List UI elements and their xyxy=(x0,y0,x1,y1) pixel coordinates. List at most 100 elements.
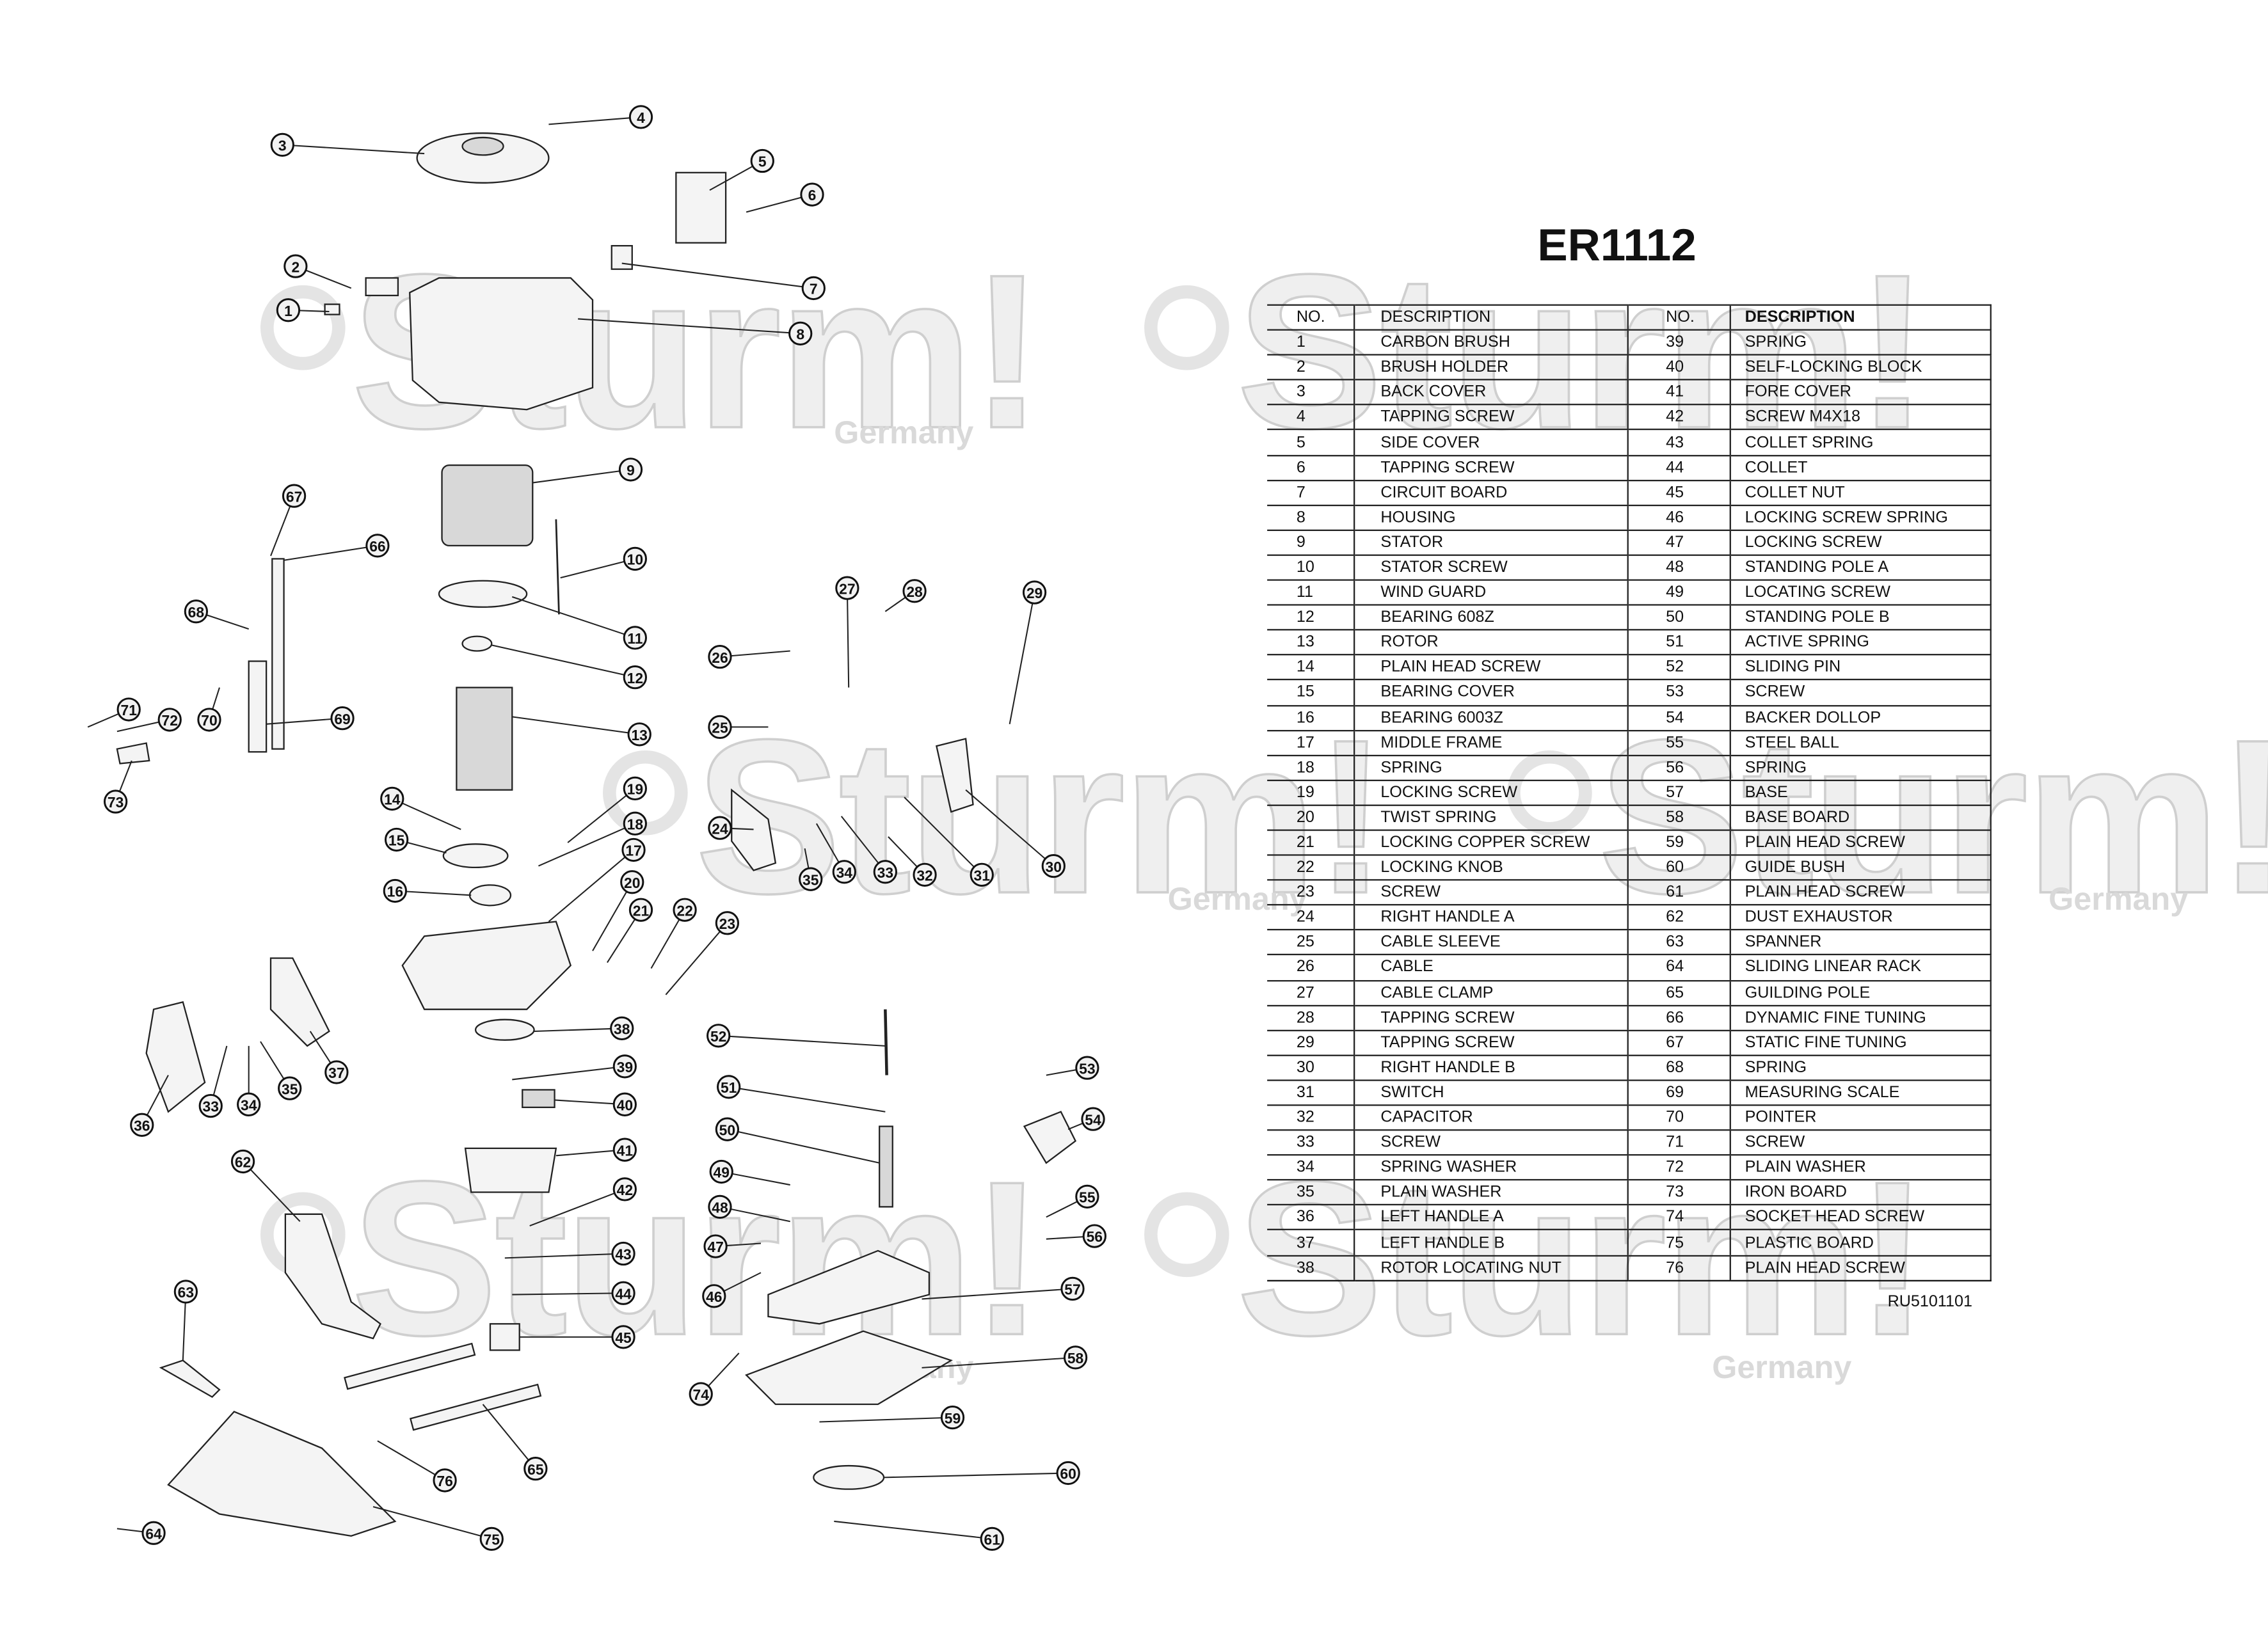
part-number: 27 xyxy=(1267,979,1354,1006)
callout-label: 46 xyxy=(706,1288,722,1305)
callout-label: 41 xyxy=(617,1142,634,1159)
bearing-608z xyxy=(461,635,493,652)
part-number: 67 xyxy=(1626,1029,1730,1056)
callout-label: 7 xyxy=(810,281,818,297)
callout-circle xyxy=(689,1382,713,1406)
callout-1: 1 xyxy=(276,298,301,322)
callout-label: 34 xyxy=(241,1097,257,1113)
callout-label: 48 xyxy=(712,1200,728,1216)
part-description: SCREW xyxy=(1352,879,1627,906)
right-handle-b xyxy=(936,738,974,813)
callout-label: 29 xyxy=(1026,585,1042,601)
fore-cover xyxy=(464,1147,557,1193)
part-number: 41 xyxy=(1626,379,1730,406)
callout-circle xyxy=(628,898,653,922)
watermark-country: Germany xyxy=(2048,880,2189,917)
callout-label: 34 xyxy=(836,864,853,881)
part-number: 59 xyxy=(1626,829,1730,856)
part-description: MEASURING SCALE xyxy=(1729,1079,1991,1106)
callout-label: 66 xyxy=(369,538,385,555)
callout-56: 56 xyxy=(1082,1224,1106,1248)
callout-3: 3 xyxy=(270,132,294,157)
leader-line xyxy=(395,890,472,896)
callout-label: 18 xyxy=(627,816,644,832)
part-description: TAPPING SCREW xyxy=(1352,1029,1627,1056)
leader-line xyxy=(578,318,801,335)
spanner xyxy=(159,1359,221,1399)
leader-line xyxy=(819,1416,953,1423)
header-no: NO. xyxy=(1267,304,1354,331)
part-number: 23 xyxy=(1267,879,1354,906)
callout-35: 35 xyxy=(278,1076,302,1100)
part-description: PLAIN HEAD SCREW xyxy=(1352,654,1627,681)
callout-circle xyxy=(270,132,294,157)
callout-label: 40 xyxy=(617,1097,633,1113)
callout-55: 55 xyxy=(1075,1184,1099,1209)
callout-34: 34 xyxy=(832,860,856,884)
callout-label: 31 xyxy=(974,867,991,884)
part-number: 32 xyxy=(1267,1104,1354,1131)
callout-label: 50 xyxy=(719,1122,735,1138)
callout-45: 45 xyxy=(611,1325,635,1349)
callout-label: 13 xyxy=(631,727,647,743)
callout-circle xyxy=(612,1054,637,1079)
dynamic-fine-tuning xyxy=(271,558,285,750)
part-description: STANDING POLE B xyxy=(1729,604,1991,631)
guiding-pole xyxy=(344,1342,476,1390)
callout-label: 32 xyxy=(916,867,932,884)
part-number: 6 xyxy=(1267,454,1354,481)
part-number: 21 xyxy=(1267,829,1354,856)
callout-label: 45 xyxy=(615,1329,632,1346)
callout-circle xyxy=(610,1016,634,1041)
part-description: SLIDING LINEAR RACK xyxy=(1729,954,1991,981)
callout-circle xyxy=(788,321,813,345)
callout-circle xyxy=(1041,853,1066,878)
part-description: BASE BOARD xyxy=(1729,804,1991,831)
callout-47: 47 xyxy=(703,1234,728,1258)
callout-circle xyxy=(709,1159,733,1184)
callout-48: 48 xyxy=(708,1194,732,1219)
part-number: 16 xyxy=(1267,704,1354,731)
part-number: 3 xyxy=(1267,379,1354,406)
part-description: WIND GUARD xyxy=(1352,579,1627,606)
callout-32: 32 xyxy=(913,862,937,887)
header-no: NO. xyxy=(1626,304,1730,331)
callout-35: 35 xyxy=(799,867,823,891)
part-description: CIRCUIT BOARD xyxy=(1352,479,1627,506)
measuring-scale xyxy=(248,660,268,753)
callout-label: 4 xyxy=(637,109,645,126)
part-description: CABLE xyxy=(1352,954,1627,981)
callout-label: 43 xyxy=(615,1246,631,1263)
part-number: 7 xyxy=(1267,479,1354,506)
callout-circle xyxy=(433,1468,457,1493)
callout-label: 54 xyxy=(1085,1111,1101,1128)
callout-label: 6 xyxy=(808,187,817,203)
part-description: GUILDING POLE xyxy=(1729,979,1991,1006)
callout-circle xyxy=(276,298,301,322)
callout-label: 72 xyxy=(162,712,178,729)
callout-circle xyxy=(1075,1056,1099,1080)
part-number: 1 xyxy=(1267,329,1354,356)
part-description: SCREW xyxy=(1729,1129,1991,1156)
part-description: BACK COVER xyxy=(1352,379,1627,406)
header-description: DESCRIPTION xyxy=(1352,304,1627,331)
part-number: 43 xyxy=(1626,429,1730,456)
callout-label: 37 xyxy=(328,1065,344,1081)
leader-line xyxy=(534,1027,622,1033)
callout-circle xyxy=(970,862,994,887)
callout-circle xyxy=(479,1526,504,1551)
callout-label: 1 xyxy=(284,303,292,319)
callout-circle xyxy=(715,911,740,935)
part-description: CABLE CLAMP xyxy=(1352,979,1627,1006)
part-number: 2 xyxy=(1267,354,1354,381)
callout-circle xyxy=(832,860,856,884)
callout-circle xyxy=(620,870,644,894)
callout-circle xyxy=(708,715,732,740)
callout-68: 68 xyxy=(184,599,209,624)
callout-13: 13 xyxy=(627,722,651,747)
